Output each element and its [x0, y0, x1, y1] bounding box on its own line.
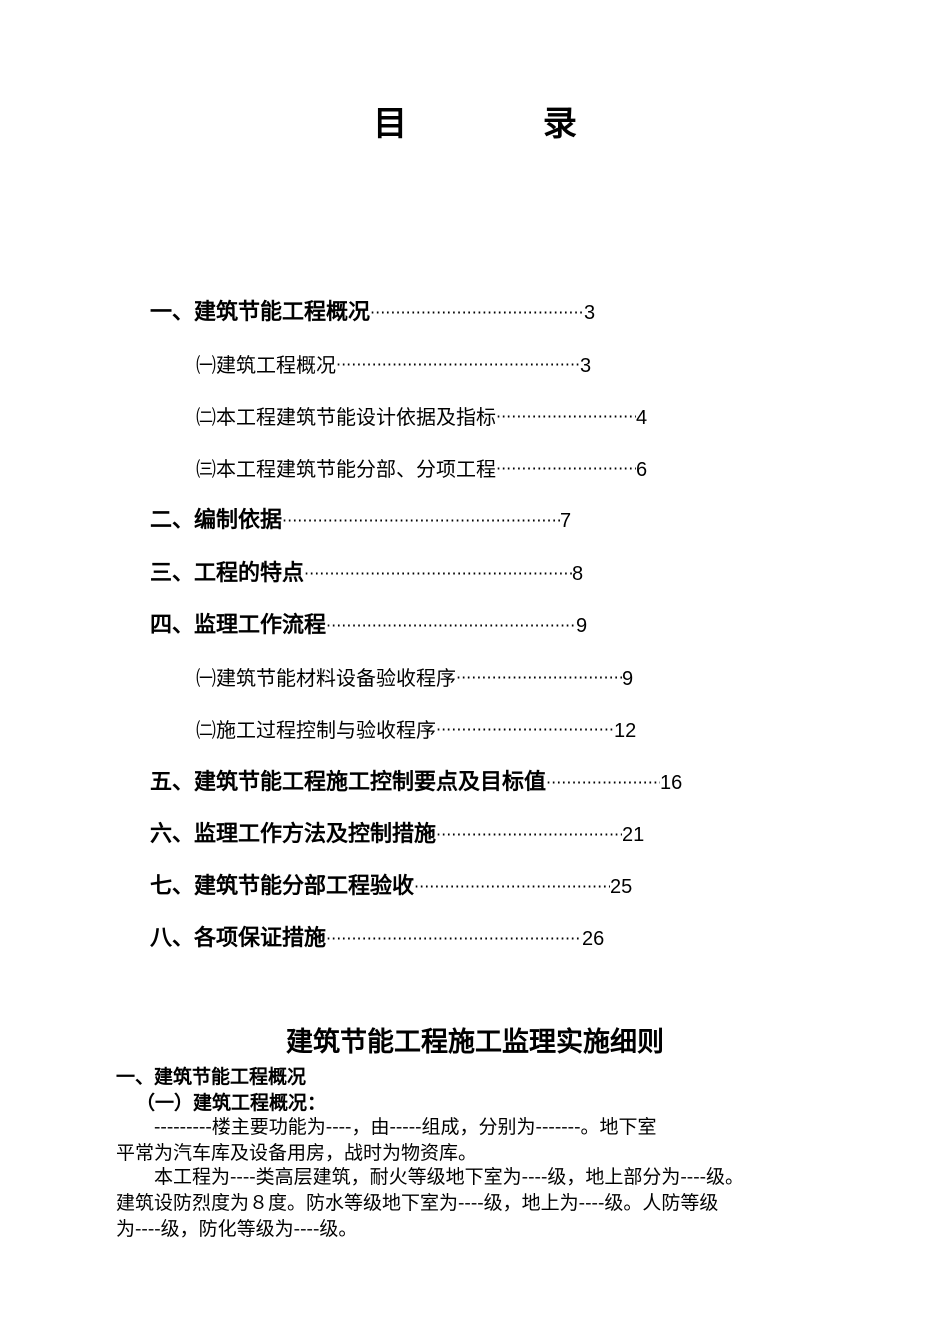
toc-entry[interactable]: 七、建筑节能分部工程验收····························… [150, 870, 632, 904]
toc-leader-dots: ········································… [326, 929, 582, 948]
toc-entry-label: 四、监理工作流程 [150, 613, 327, 638]
document-title: 建筑节能工程施工监理实施细则 [286, 1027, 664, 1058]
toc-entry[interactable]: ㈠建筑节能材料设备验收程序···························… [196, 661, 633, 695]
toc-leader-dots: ········································… [546, 773, 660, 792]
toc-entry-page: 3 [580, 355, 592, 377]
paragraph-line: 平常为汽车库及设备用房，战时为物资库。 [116, 1142, 478, 1164]
toc-leader-dots: ········································… [456, 668, 622, 687]
toc-entry-page: 3 [584, 302, 596, 324]
toc-entry-label: ㈡施工过程控制与验收程序 [196, 718, 436, 742]
toc-leader-dots: ········································… [436, 825, 623, 844]
toc-title: 目 录 [373, 104, 639, 144]
toc-entry-page: 16 [660, 772, 683, 794]
toc-entry-page: 9 [576, 615, 588, 637]
toc-leader-dots: ········································… [436, 720, 614, 739]
toc-entry-page: 4 [636, 407, 648, 429]
toc-leader-dots: ········································… [326, 616, 577, 635]
toc-entry-label: 六、监理工作方法及控制措施 [150, 822, 437, 847]
toc-leader-dots: ········································… [496, 407, 636, 426]
toc-entry-label: 八、各项保证措施 [150, 926, 327, 951]
toc-entry-page: 7 [560, 510, 572, 532]
toc-entry[interactable]: 二、编制依据··································… [150, 504, 571, 538]
toc-entry[interactable]: ㈡施工过程控制与验收程序····························… [196, 713, 636, 747]
paragraph-line: 本工程为----类高层建筑，耐火等级地下室为----级，地上部分为----级。 [116, 1166, 745, 1188]
toc-entry[interactable]: 八、各项保证措施································… [150, 922, 604, 956]
toc-entry-page: 6 [636, 459, 648, 481]
toc-leader-dots: ········································… [414, 877, 611, 896]
paragraph-2: 本工程为----类高层建筑，耐火等级地下室为----级，地上部分为----级。 … [116, 1164, 850, 1242]
toc-entry-label: ㈢本工程建筑节能分部、分项工程 [196, 457, 496, 481]
toc-entry-label: 二、编制依据 [150, 508, 283, 533]
toc-entry[interactable]: ㈡本工程建筑节能设计依据及指标·························… [196, 400, 647, 434]
toc-entry-page: 9 [622, 668, 634, 690]
toc-entry-page: 21 [622, 824, 645, 846]
section-heading: 一、建筑节能工程概况 [116, 1066, 307, 1088]
subsection-heading: （一）建筑工程概况： [136, 1092, 327, 1114]
toc-leader-dots: ········································… [336, 355, 580, 374]
toc-entry-label: 一、建筑节能工程概况 [150, 300, 371, 325]
toc-leader-dots: ········································… [496, 459, 636, 478]
toc-entry[interactable]: 三、工程的特点·································… [150, 557, 583, 591]
toc-leader-dots: ········································… [370, 303, 584, 322]
toc-entry-label: ㈡本工程建筑节能设计依据及指标 [196, 405, 496, 429]
toc-entry[interactable]: ㈢本工程建筑节能分部、分项工程·························… [196, 452, 647, 486]
toc-entry[interactable]: 四、监理工作流程································… [150, 609, 587, 643]
toc-entry[interactable]: 五、建筑节能工程施工控制要点及目标值······················… [150, 766, 682, 800]
toc-entry-label: 三、工程的特点 [150, 561, 305, 586]
toc-leader-dots: ········································… [282, 511, 561, 530]
paragraph-line: 为----级，防化等级为----级。 [116, 1218, 358, 1240]
toc-entry[interactable]: 一、建筑节能工程概况······························… [150, 296, 595, 330]
toc-entry[interactable]: 六、监理工作方法及控制措施···························… [150, 818, 644, 852]
paragraph-line: 建筑设防烈度为８度。防水等级地下室为----级，地上为----级。人防等级 [116, 1192, 719, 1214]
paragraph-line: ---------楼主要功能为----，由-----组成，分别为-------。… [116, 1116, 657, 1138]
toc-entry-page: 25 [610, 876, 633, 898]
toc-leader-dots: ········································… [304, 564, 572, 583]
paragraph-1: ---------楼主要功能为----，由-----组成，分别为-------。… [116, 1114, 850, 1166]
toc-entry-page: 12 [614, 720, 637, 742]
toc-entry-label: 五、建筑节能工程施工控制要点及目标值 [150, 770, 547, 795]
toc-entry[interactable]: ㈠建筑工程概况·································… [196, 348, 591, 382]
toc-entry-label: ㈠建筑工程概况 [196, 353, 336, 377]
toc-entry-label: ㈠建筑节能材料设备验收程序 [196, 666, 456, 690]
toc-entry-page: 8 [572, 563, 584, 585]
toc-entry-page: 26 [582, 928, 605, 950]
toc-entry-label: 七、建筑节能分部工程验收 [150, 874, 415, 899]
